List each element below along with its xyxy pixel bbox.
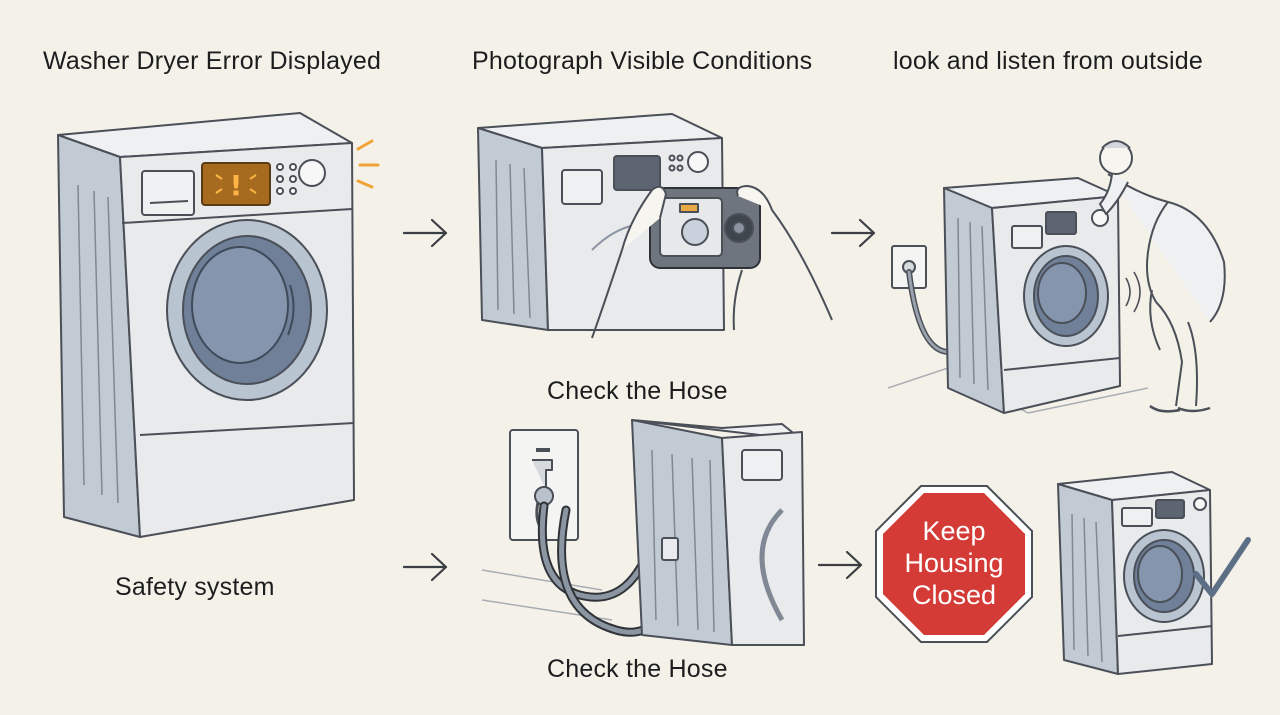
look-listen-illustration <box>888 138 1238 428</box>
caption-check-hose-bottom: Check the Hose <box>547 655 728 683</box>
right-arrow-icon <box>402 550 450 584</box>
stop-sign-line-3: Closed <box>911 580 997 610</box>
stop-sign-line-2: Housing <box>904 548 1004 578</box>
right-arrow-icon <box>830 216 878 250</box>
washer-ok-illustration <box>1052 464 1262 684</box>
caption-safety-system: Safety system <box>115 573 275 601</box>
stop-sign-icon <box>874 484 1034 644</box>
heading-look-and-listen: look and listen from outside <box>893 47 1203 75</box>
caption-check-hose-top: Check the Hose <box>547 377 728 405</box>
stop-sign-text: Keep Housing Closed <box>874 515 1034 611</box>
washer-error-illustration: ! <box>50 105 390 545</box>
heading-error-displayed: Washer Dryer Error Displayed <box>43 47 382 75</box>
stop-sign-line-1: Keep <box>922 516 986 546</box>
heading-photograph-conditions: Photograph Visible Conditions <box>472 47 813 75</box>
svg-text:!: ! <box>230 169 243 202</box>
photograph-illustration <box>472 100 842 340</box>
warning-icon: ! <box>216 169 256 202</box>
right-arrow-icon <box>402 216 450 250</box>
right-arrow-icon <box>817 548 865 582</box>
checkmark-icon <box>1196 540 1248 594</box>
hose-connection-illustration <box>482 420 812 650</box>
